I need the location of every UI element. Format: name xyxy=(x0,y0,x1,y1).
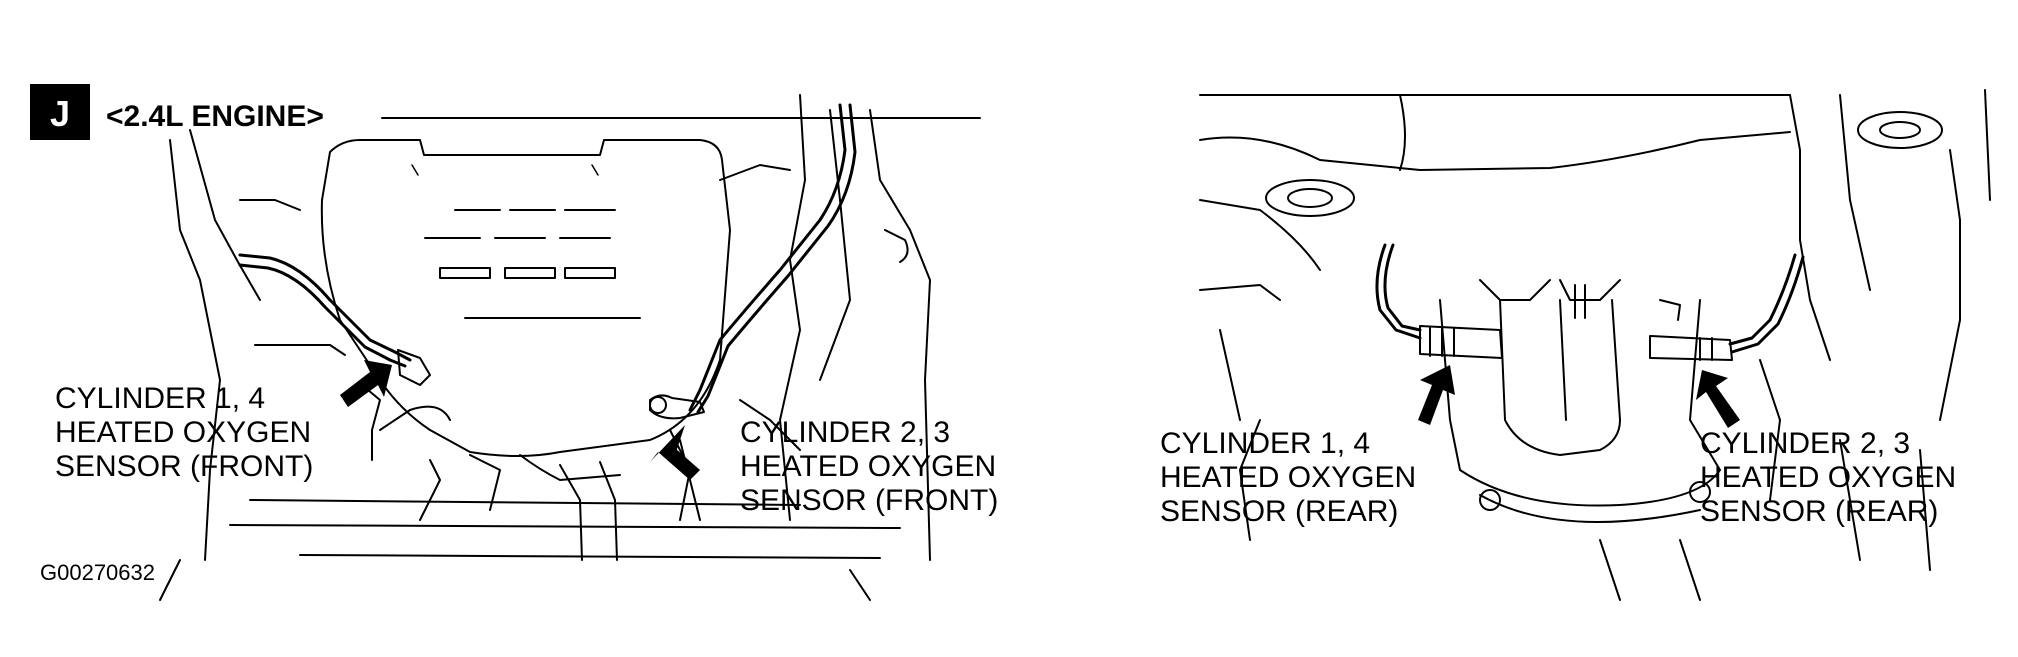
figure-badge: J xyxy=(30,84,90,140)
callout-rear-cyl23: CYLINDER 2, 3 HEATED OXYGEN SENSOR (REAR… xyxy=(1696,370,1956,528)
engine-front-view-drawing xyxy=(159,94,981,601)
arrow-front-cyl14 xyxy=(340,360,392,407)
label-front-cyl23-line3: SENSOR (FRONT) xyxy=(740,484,998,517)
label-front-cyl14-line1: CYLINDER 1, 4 xyxy=(55,382,265,415)
arrow-rear-cyl14 xyxy=(1418,365,1455,425)
arrow-rear-cyl23 xyxy=(1696,370,1740,428)
exhaust-underside-drawing xyxy=(1199,89,1991,601)
figure-code: G00270632 xyxy=(40,560,155,585)
callout-front-cyl14: CYLINDER 1, 4 HEATED OXYGEN SENSOR (FRON… xyxy=(55,360,392,483)
label-rear-cyl23-line2: HEATED OXYGEN xyxy=(1700,461,1956,494)
label-rear-cyl14-line3: SENSOR (REAR) xyxy=(1160,495,1398,528)
label-front-cyl23-line1: CYLINDER 2, 3 xyxy=(740,416,950,449)
label-front-cyl14-line3: SENSOR (FRONT) xyxy=(55,450,313,483)
label-rear-cyl14-line1: CYLINDER 1, 4 xyxy=(1160,427,1370,460)
label-rear-cyl23-line3: SENSOR (REAR) xyxy=(1700,495,1938,528)
callout-front-cyl23: CYLINDER 2, 3 HEATED OXYGEN SENSOR (FRON… xyxy=(650,416,998,517)
engine-label: <2.4L ENGINE> xyxy=(106,100,324,133)
label-rear-cyl23-line1: CYLINDER 2, 3 xyxy=(1700,427,1910,460)
callout-rear-cyl14: CYLINDER 1, 4 HEATED OXYGEN SENSOR (REAR… xyxy=(1160,365,1455,528)
label-front-cyl14-line2: HEATED OXYGEN xyxy=(55,416,311,449)
label-front-cyl23-line2: HEATED OXYGEN xyxy=(740,450,996,483)
label-rear-cyl14-line2: HEATED OXYGEN xyxy=(1160,461,1416,494)
arrow-front-cyl23 xyxy=(650,425,700,480)
figure-badge-letter: J xyxy=(50,93,70,134)
